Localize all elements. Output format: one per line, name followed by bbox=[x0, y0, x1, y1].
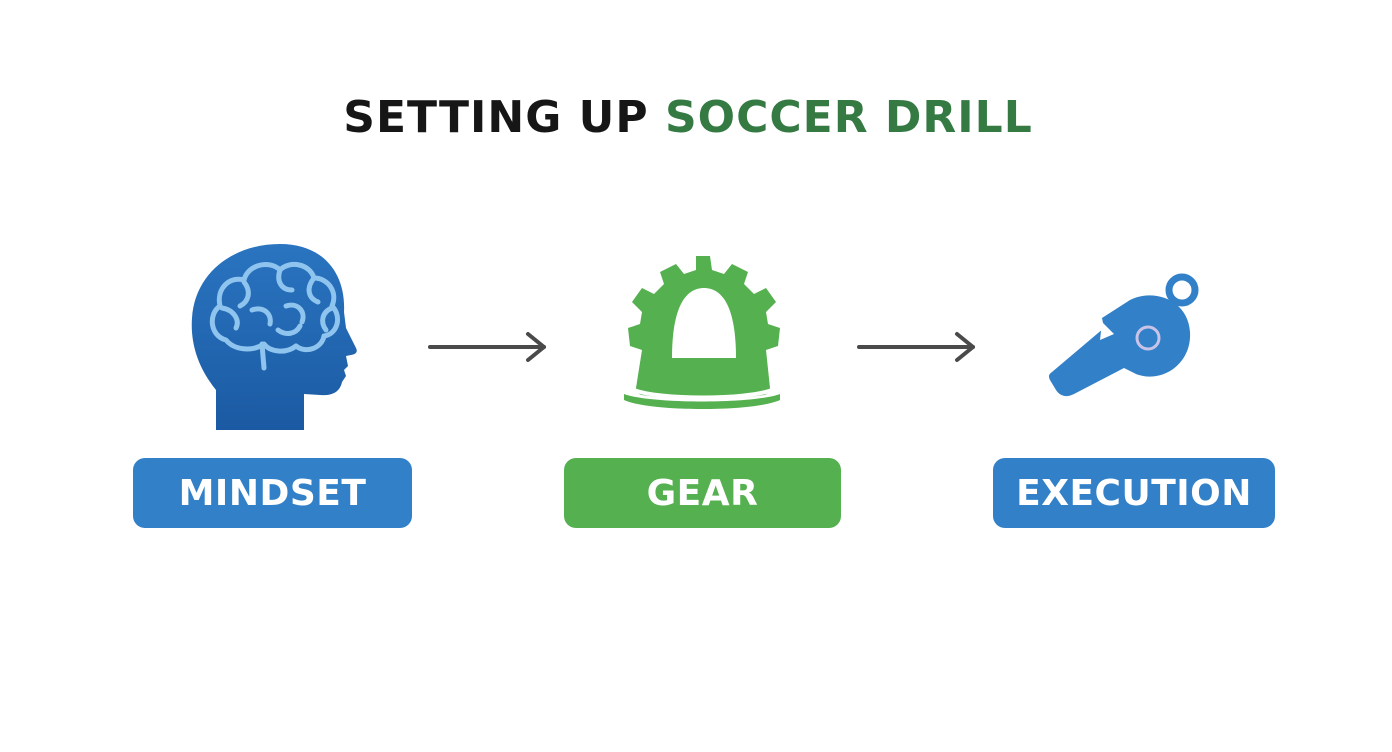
step-label-text: EXECUTION bbox=[1016, 472, 1252, 514]
step-mindset-label: MINDSET bbox=[133, 458, 412, 528]
whistle-icon bbox=[1048, 273, 1199, 397]
arrow-right-icon bbox=[428, 332, 546, 362]
step-label-text: MINDSET bbox=[178, 472, 367, 514]
title-part-dark: SETTING UP bbox=[343, 92, 649, 143]
arrow-right-icon bbox=[857, 332, 975, 362]
step-gear-label: GEAR bbox=[564, 458, 841, 528]
gear-helmet-icon bbox=[624, 256, 780, 409]
brain-head-icon bbox=[191, 244, 357, 430]
diagram-title: SETTING UP SOCCER DRILL bbox=[0, 92, 1376, 143]
step-label-text: GEAR bbox=[646, 472, 759, 514]
title-part-green: SOCCER DRILL bbox=[664, 92, 1033, 143]
step-execution-label: EXECUTION bbox=[993, 458, 1275, 528]
